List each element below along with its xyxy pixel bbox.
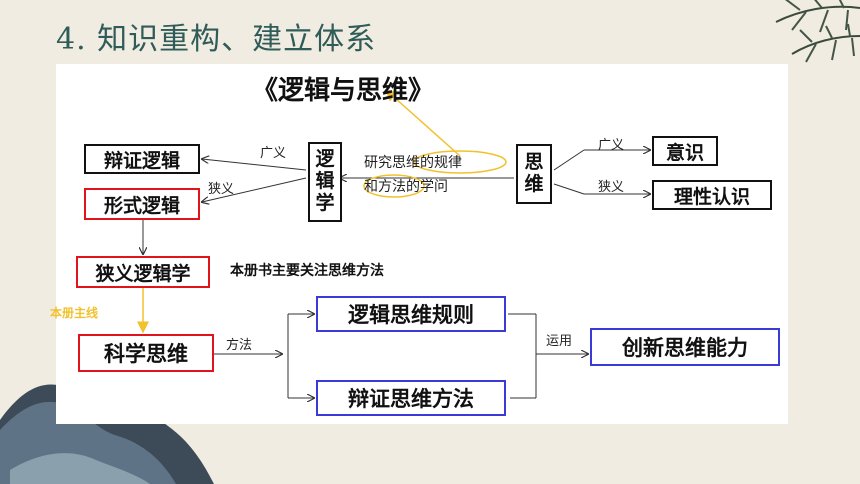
page-title: 4. 知识重构、建立体系: [56, 22, 377, 57]
arrow-definition-to-book: [384, 89, 461, 157]
label-guangyi-right: 广义: [598, 138, 625, 153]
box-xiayi-luojixue: 狭义逻辑学: [76, 256, 210, 288]
line-xiayi-right: [553, 183, 585, 195]
highlight-fangfa: [363, 174, 425, 198]
box-chuangxin-siwei-nengli: 创新思维能力: [590, 328, 780, 366]
box-lixing-renshi: 理性认识: [652, 180, 772, 210]
arrow-guangyi-left: [202, 159, 307, 171]
box-luoji-siwei-guize: 逻辑思维规则: [316, 296, 506, 332]
label-definition-line1: 研究思维的规律: [364, 155, 462, 171]
label-xiayi-left: 狭义: [208, 182, 235, 197]
label-main-line: 本册主线: [50, 306, 99, 320]
label-focus-note: 本册书主要关注思维方法: [230, 263, 384, 279]
mountain-decoration: [0, 384, 214, 484]
label-guangyi-left: 广义: [260, 146, 287, 161]
pine-branch-decoration: [775, 0, 860, 63]
arrow-xiayi-left: [202, 177, 307, 202]
book-title: 《逻辑与思维》: [252, 76, 435, 106]
box-kexue-siwei: 科学思维: [78, 334, 214, 372]
box-luojixue: 逻辑学: [308, 142, 342, 222]
label-fangfa: 方法: [226, 338, 253, 353]
label-definition-line2: 和方法的学问: [364, 179, 448, 195]
box-yishi: 意识: [652, 136, 718, 166]
diagram-connectors: [137, 89, 788, 424]
box-xingshi-luoji: 形式逻辑: [84, 188, 200, 220]
diagram-panel: 《逻辑与思维》 辩证逻辑 形式逻辑 逻辑学 思维 意识 理性认识 狭义逻辑学 科…: [50, 64, 788, 424]
line-guangyi-right: [553, 149, 585, 171]
label-xiayi-right: 狭义: [598, 180, 625, 195]
box-bianzheng-siwei-fangfa: 辩证思维方法: [316, 380, 506, 416]
box-bianzheng-luoji: 辩证逻辑: [84, 144, 200, 174]
box-siwei: 思维: [516, 144, 552, 204]
label-yunyong: 运用: [546, 334, 573, 349]
highlight-guilv: [413, 150, 507, 174]
